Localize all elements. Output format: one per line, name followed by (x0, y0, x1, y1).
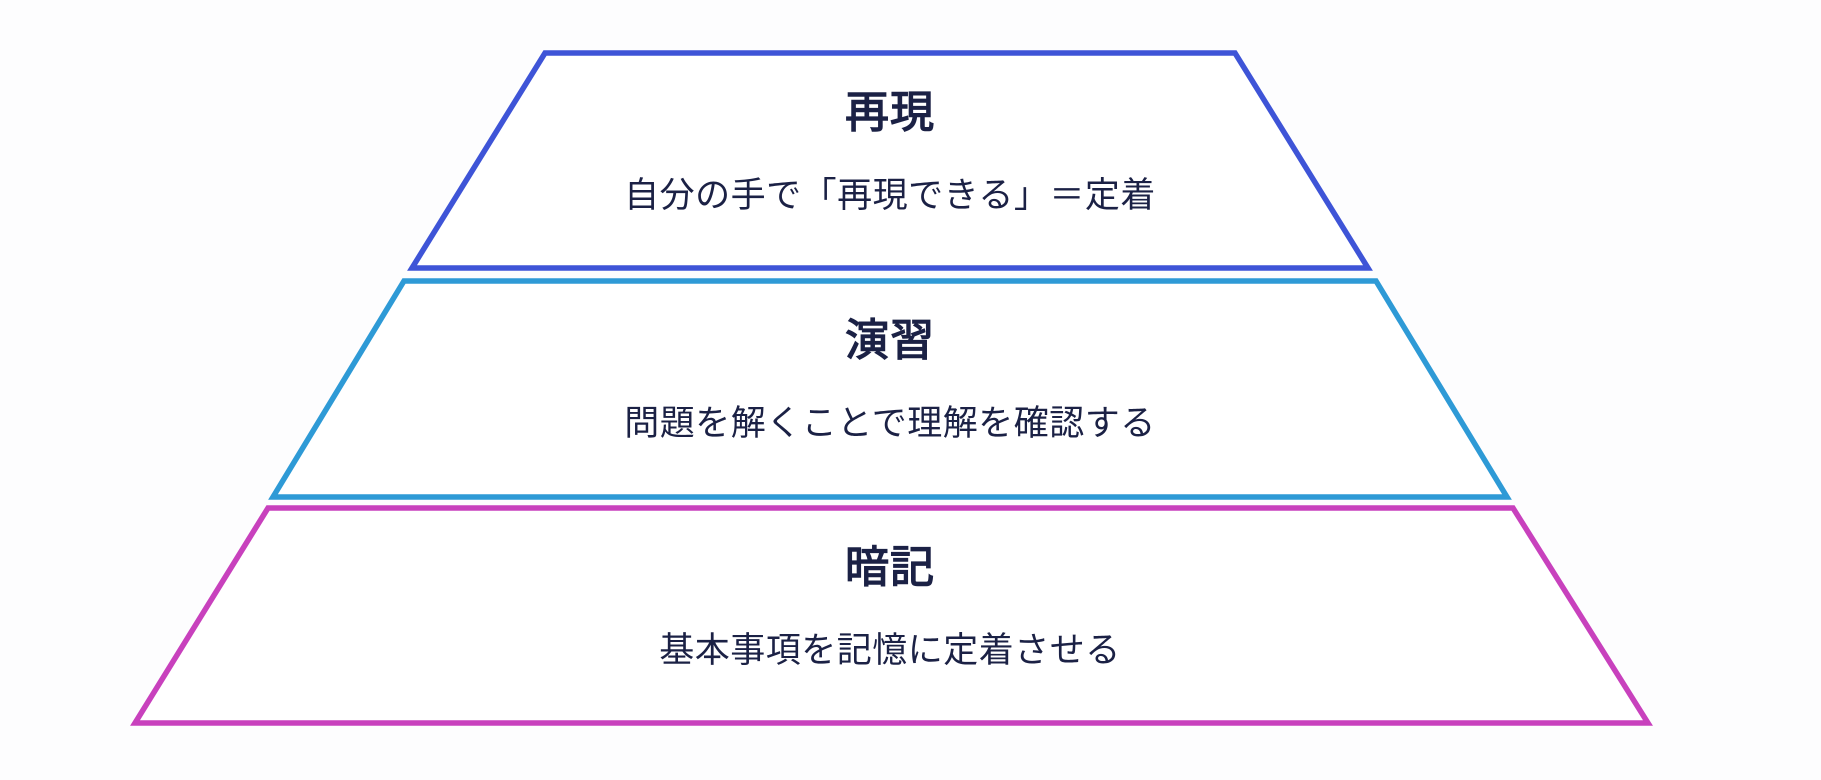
pyramid-layer-middle-shape (268, 278, 1512, 500)
layer-bottom-title: 暗記 (845, 543, 935, 592)
pyramid-layer-top-shape (407, 50, 1373, 271)
layer-top-title: 再現 (845, 88, 935, 137)
pyramid-layer-bottom-shape (130, 505, 1653, 726)
layer-middle-title: 演習 (845, 316, 935, 365)
layer-top-subtitle: 自分の手で「再現できる」＝定着 (624, 176, 1156, 215)
layer-bottom-subtitle: 基本事項を記憶に定着させる (659, 631, 1121, 670)
layer-middle-subtitle: 問題を解くことで理解を確認する (624, 404, 1156, 443)
